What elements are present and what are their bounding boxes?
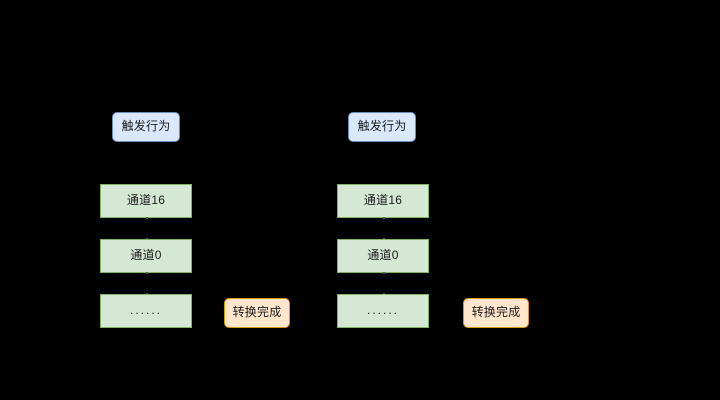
trigger-node[interactable]: 触发行为	[348, 112, 416, 142]
connector-stub	[146, 217, 148, 219]
connector-stub	[383, 217, 385, 219]
channel-node-ellipsis[interactable]: ......	[100, 294, 192, 328]
connector-stub	[383, 272, 385, 274]
conversion-done-node[interactable]: 转换完成	[224, 298, 290, 328]
connector-stub	[146, 272, 148, 274]
channel-node[interactable]: 通道16	[337, 184, 429, 218]
channel-node-ellipsis[interactable]: ......	[337, 294, 429, 328]
trigger-node[interactable]: 触发行为	[112, 112, 180, 142]
conversion-done-node[interactable]: 转换完成	[463, 298, 529, 328]
channel-node[interactable]: 通道0	[337, 239, 429, 273]
